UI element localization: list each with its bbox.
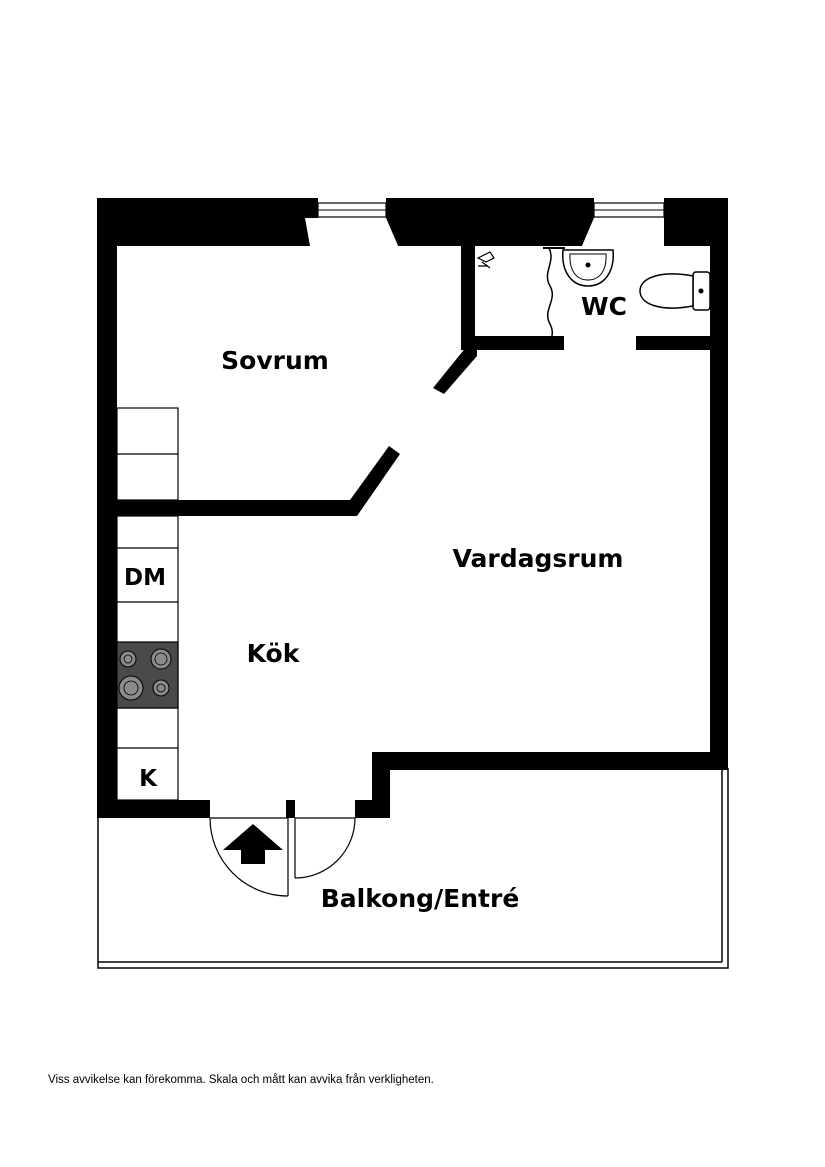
appliance-label-dishwasher: DM — [124, 565, 166, 591]
door-post — [286, 800, 295, 818]
top-wall-right — [664, 198, 728, 246]
bottom-wall-left — [97, 800, 210, 818]
room-label-balkong: Balkong/Entré — [321, 884, 520, 913]
wc-wall-bottom — [461, 336, 564, 350]
wc-wall-bottom-right — [636, 336, 710, 350]
exterior-walls — [97, 198, 728, 818]
disclaimer-text: Viss avvikelse kan förekomma. Skala och … — [48, 1074, 434, 1086]
entrance-door — [209, 817, 356, 897]
diagonal-stub — [433, 346, 477, 394]
wc-wall-left — [461, 246, 475, 350]
sink-icon — [562, 249, 614, 287]
bottom-wall-right — [355, 752, 728, 818]
room-label-kok: Kök — [247, 639, 301, 668]
window-right — [582, 202, 665, 246]
stove-icon — [116, 641, 179, 709]
bedroom-wall — [117, 446, 400, 516]
shower-icon — [543, 247, 565, 343]
window-left — [310, 202, 398, 246]
appliance-label-fridge: K — [139, 766, 158, 792]
toilet-icon — [639, 271, 711, 311]
room-label-sovrum: Sovrum — [221, 346, 329, 375]
interior-walls — [117, 246, 710, 516]
top-wall — [97, 198, 318, 246]
entrance-arrow-icon — [223, 824, 283, 864]
wardrobe — [116, 407, 179, 501]
balcony-outline — [97, 768, 729, 969]
right-wall — [710, 246, 728, 768]
top-wall-middle — [386, 198, 594, 246]
faucet-icon — [476, 251, 495, 269]
left-wall — [97, 198, 117, 818]
room-label-wc: WC — [581, 292, 627, 321]
room-label-vardagsrum: Vardagsrum — [453, 544, 624, 573]
